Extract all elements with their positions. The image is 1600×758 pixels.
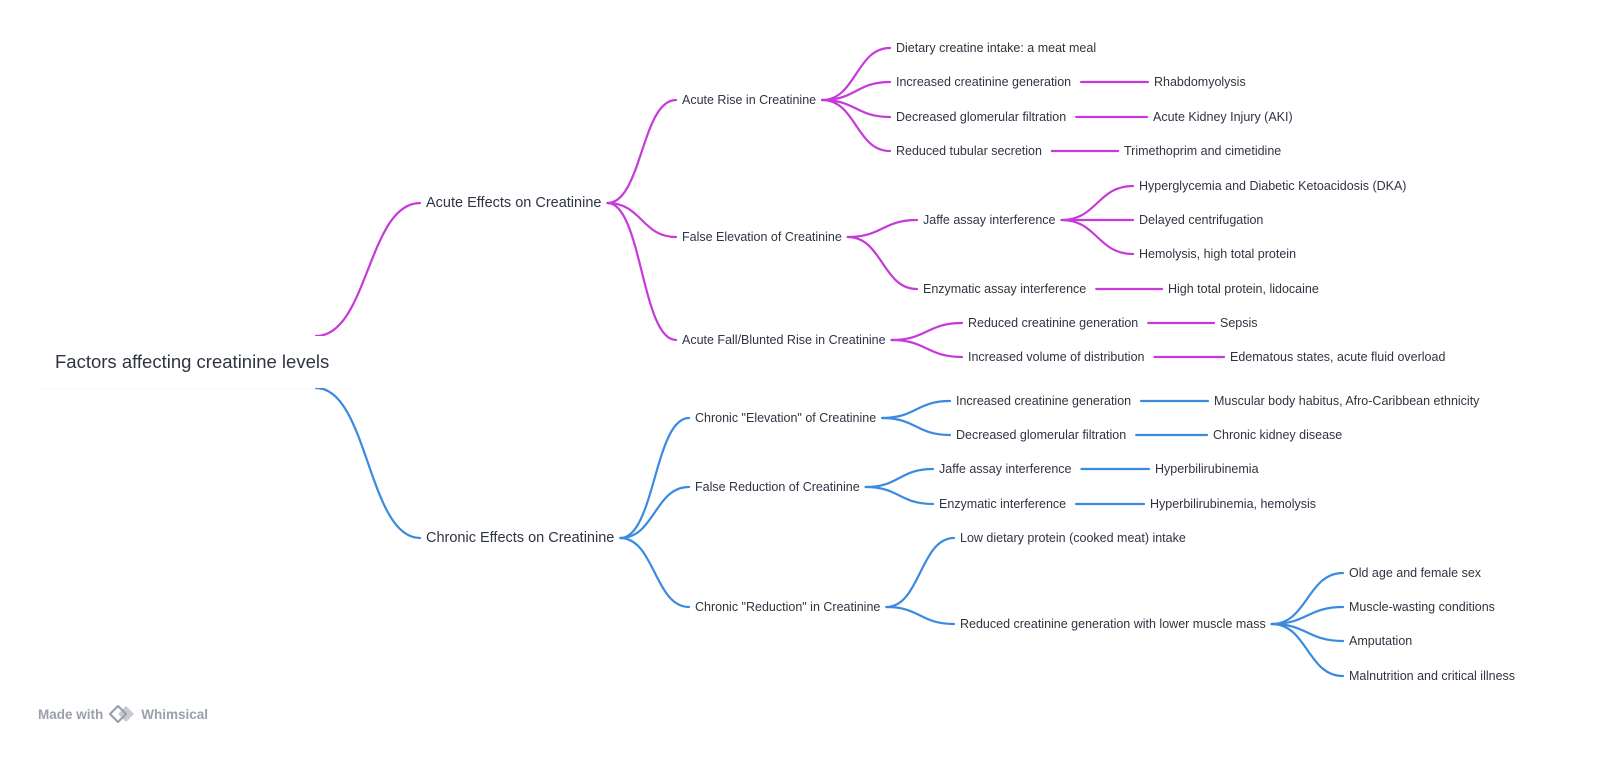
whimsical-brand-text: Whimsical — [141, 706, 209, 722]
node-label-depth-4[interactable]: Rhabdomyolysis — [1154, 75, 1246, 89]
node-label-depth-4[interactable]: Chronic kidney disease — [1213, 428, 1343, 442]
node-label-depth-3[interactable]: Enzymatic assay interference — [923, 282, 1087, 296]
connector-curve — [1270, 571, 1345, 626]
root-node-label: Factors affecting creatinine levels — [55, 351, 330, 372]
node-label-depth-4[interactable]: Muscle-wasting conditions — [1349, 600, 1495, 614]
node-label-depth-2[interactable]: Acute Fall/Blunted Rise in Creatinine — [682, 333, 886, 347]
node-label-depth-4[interactable]: Hyperbilirubinemia, hemolysis — [1150, 497, 1317, 511]
connector-curve — [619, 416, 691, 540]
node-label-depth-2[interactable]: Acute Rise in Creatinine — [682, 93, 817, 107]
root-branch-connector — [314, 201, 422, 338]
node-label-depth-4[interactable]: Muscular body habitus, Afro-Caribbean et… — [1214, 394, 1480, 408]
node-label-depth-3[interactable]: Increased volume of distribution — [968, 350, 1145, 364]
node-label-depth-4[interactable]: Sepsis — [1220, 316, 1258, 330]
connector-curve — [1060, 184, 1135, 222]
connector-curve — [885, 536, 956, 609]
node-label-depth-4[interactable]: Trimethoprim and cimetidine — [1124, 144, 1282, 158]
whimsical-logo-icon — [109, 705, 135, 723]
connector-curve — [1060, 218, 1135, 256]
node-label-depth-1[interactable]: Acute Effects on Creatinine — [426, 195, 602, 211]
connector-curve — [606, 98, 678, 205]
node-label-depth-4[interactable]: Hyperbilirubinemia — [1155, 462, 1259, 476]
connector-curve — [881, 416, 952, 437]
connector-curve — [864, 467, 935, 489]
connector-curve — [1270, 622, 1345, 678]
root-branch-connector — [314, 386, 422, 540]
connector-curve — [606, 201, 678, 239]
node-label-depth-2[interactable]: False Reduction of Creatinine — [695, 480, 860, 494]
node-label-depth-4[interactable]: Edematous states, acute fluid overload — [1230, 350, 1446, 364]
node-label-depth-3[interactable]: Low dietary protein (cooked meat) intake — [960, 531, 1186, 545]
node-label-depth-3[interactable]: Reduced creatinine generation — [968, 316, 1139, 330]
node-label-depth-4[interactable]: Amputation — [1349, 634, 1413, 648]
node-label-depth-3[interactable]: Jaffe assay interference — [923, 213, 1056, 227]
node-label-depth-2[interactable]: False Elevation of Creatinine — [682, 230, 842, 244]
node-label-depth-4[interactable]: High total protein, lidocaine — [1168, 282, 1319, 296]
connector-curve — [864, 485, 935, 506]
connector-curve — [606, 201, 678, 342]
node-label-depth-4[interactable]: Acute Kidney Injury (AKI) — [1153, 110, 1293, 124]
connector-curve — [885, 605, 956, 626]
node-label-depth-3[interactable]: Enzymatic interference — [939, 497, 1067, 511]
node-label-depth-3[interactable]: Jaffe assay interference — [939, 462, 1072, 476]
connector-curve — [619, 536, 691, 609]
node-label-depth-3[interactable]: Dietary creatine intake: a meat meal — [896, 41, 1097, 55]
connector-curve — [881, 399, 952, 420]
connector-curve — [846, 235, 919, 291]
node-label-depth-3[interactable]: Increased creatinine generation — [956, 394, 1132, 408]
connector-curve — [820, 98, 892, 153]
connector-curve — [890, 338, 964, 359]
connector-curve — [890, 321, 964, 342]
node-label-depth-4[interactable]: Malnutrition and critical illness — [1349, 669, 1516, 683]
node-label-depth-3[interactable]: Decreased glomerular filtration — [956, 428, 1127, 442]
node-label-depth-2[interactable]: Chronic "Reduction" in Creatinine — [695, 600, 881, 614]
node-label-depth-1[interactable]: Chronic Effects on Creatinine — [426, 530, 615, 546]
node-label-depth-4[interactable]: Old age and female sex — [1349, 566, 1482, 580]
connector-curve — [619, 485, 691, 540]
node-label-depth-4[interactable]: Delayed centrifugation — [1139, 213, 1264, 227]
node-label-depth-3[interactable]: Reduced creatinine generation with lower… — [960, 617, 1266, 631]
made-with-whimsical-badge[interactable]: Made with Whimsical — [38, 705, 208, 723]
node-label-depth-3[interactable]: Reduced tubular secretion — [896, 144, 1042, 158]
node-label-depth-3[interactable]: Increased creatinine generation — [896, 75, 1072, 89]
node-label-depth-4[interactable]: Hyperglycemia and Diabetic Ketoacidosis … — [1139, 179, 1407, 193]
connector-curve — [846, 218, 919, 239]
made-with-text: Made with — [38, 706, 104, 722]
root-node-box[interactable] — [40, 336, 358, 388]
node-label-depth-3[interactable]: Decreased glomerular filtration — [896, 110, 1067, 124]
connector-curve — [820, 46, 892, 102]
node-label-depth-4[interactable]: Hemolysis, high total protein — [1139, 247, 1297, 261]
node-label-depth-2[interactable]: Chronic "Elevation" of Creatinine — [695, 411, 877, 425]
